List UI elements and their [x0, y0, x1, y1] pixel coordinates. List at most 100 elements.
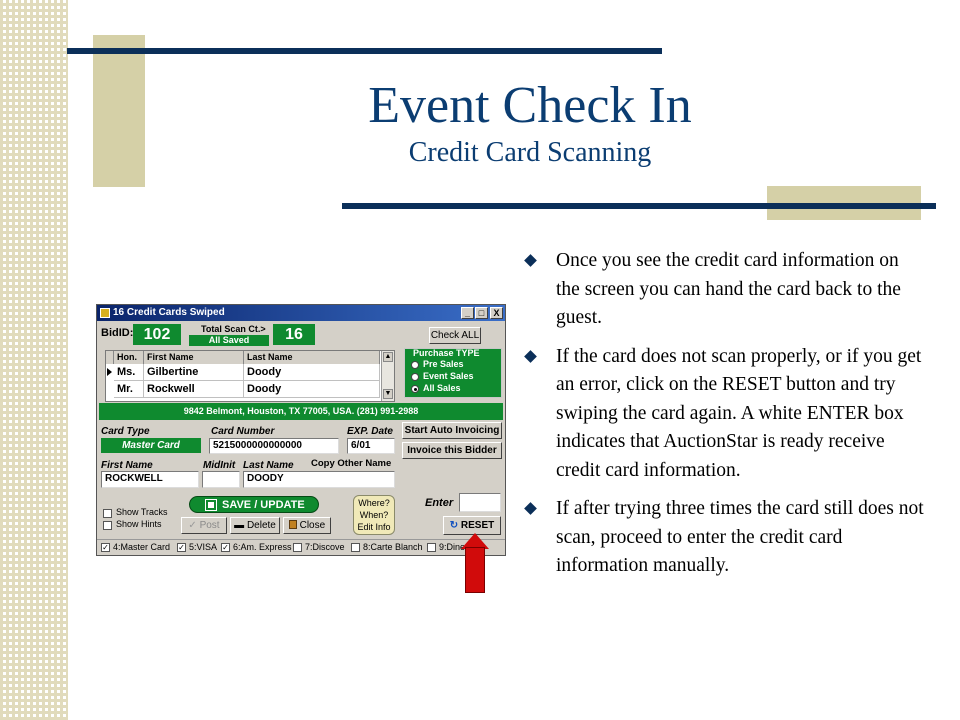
grid-cell-first-name[interactable]: Rockwell — [144, 381, 244, 398]
save-update-label: SAVE / UPDATE — [222, 499, 305, 511]
window-titlebar[interactable]: 16 Credit Cards Swiped — [97, 305, 505, 321]
bullet-text: If after trying three times the card sti… — [556, 498, 924, 576]
post-button[interactable]: ✓ Post — [181, 517, 227, 534]
save-update-button[interactable]: SAVE / UPDATE — [189, 496, 319, 513]
card-filter-bar: ✓ 4:Master Card ✓ 5:VISA ✓ 6:Am. Express… — [97, 539, 505, 555]
invoice-bidder-button[interactable]: Invoice this Bidder — [402, 442, 502, 459]
radio-event-sales[interactable] — [411, 373, 419, 381]
midinit-label: MidInit — [203, 460, 236, 471]
radio-pre-sales[interactable] — [411, 361, 419, 369]
grid-header-last-name: Last Name — [244, 351, 380, 364]
decor-navy-bar-bottom — [342, 203, 936, 209]
grid-cell-last-name[interactable]: Doody — [244, 381, 380, 398]
maximize-button[interactable]: □ — [475, 307, 488, 319]
diamond-bullet-icon — [524, 254, 537, 267]
scroll-up-icon[interactable]: ▲ — [383, 352, 393, 362]
refresh-icon: ↻ — [449, 520, 459, 531]
grid-corner — [106, 351, 114, 364]
where-label: Where? — [358, 498, 390, 508]
filter-label: 9:Dine — [439, 542, 466, 552]
all-saved-status: All Saved — [189, 335, 269, 346]
diamond-bullet-icon — [524, 502, 537, 515]
first-name-label: First Name — [101, 460, 153, 471]
reset-label: RESET — [460, 520, 495, 531]
decor-tan-block-left — [93, 35, 145, 187]
post-label: Post — [199, 520, 220, 531]
radio-all-sales[interactable] — [411, 385, 419, 393]
show-tracks-checkbox[interactable] — [103, 509, 112, 518]
where-when-button[interactable]: Where? When? Edit Info — [353, 495, 395, 535]
bidid-label: BidID: — [101, 327, 134, 339]
last-name-field[interactable]: DOODY — [243, 471, 395, 488]
card-number-label: Card Number — [211, 426, 275, 437]
grid-cell-last-name[interactable]: Doody — [244, 364, 380, 381]
minus-icon: ▬ — [234, 520, 245, 531]
card-type-value: Master Card — [101, 438, 201, 453]
purchase-type-panel: Purchase TYPE Pre Sales Event Sales All … — [404, 348, 502, 398]
exp-date-field[interactable]: 6/01 — [347, 438, 395, 454]
filter-checkbox[interactable] — [351, 543, 360, 552]
checkmark-icon: ✓ — [188, 520, 197, 531]
enter-field[interactable] — [459, 493, 501, 512]
bullet-item: If the card does not scan properly, or i… — [524, 343, 924, 486]
close-label: Close — [299, 520, 326, 531]
start-auto-invoicing-button[interactable]: Start Auto Invoicing — [402, 422, 502, 439]
purchase-type-label: Purchase TYPE — [413, 348, 480, 358]
bidder-grid: Hon. First Name Last Name Ms. Gilbertine… — [105, 350, 395, 402]
grid-cell-first-name[interactable]: Gilbertine — [144, 364, 244, 381]
last-name-label: Last Name — [243, 460, 294, 471]
close-button[interactable]: Close — [283, 517, 331, 534]
grid-cell-hon[interactable]: Mr. — [114, 381, 144, 398]
window-title: 16 Credit Cards Swiped — [113, 307, 225, 318]
filter-label: 8:Carte Blanch — [363, 542, 423, 552]
bullet-text: If the card does not scan properly, or i… — [556, 345, 922, 481]
check-all-button[interactable]: Check ALL — [429, 327, 481, 344]
filter-label: 7:Discove — [305, 542, 345, 552]
bullet-text: Once you see the credit card information… — [556, 250, 901, 328]
filter-label: 4:Master Card — [113, 542, 171, 552]
first-name-field[interactable]: ROCKWELL — [101, 471, 199, 488]
filter-checkbox[interactable]: ✓ — [101, 543, 110, 552]
total-scan-value: 16 — [273, 324, 315, 345]
slide-subtitle: Credit Card Scanning — [408, 137, 652, 168]
scroll-down-icon[interactable]: ▼ — [383, 389, 393, 399]
radio-label-pre-sales: Pre Sales — [423, 359, 464, 369]
show-hints-checkbox[interactable] — [103, 521, 112, 530]
diamond-bullet-icon — [524, 349, 537, 363]
checker-pattern — [0, 0, 68, 720]
enter-label: Enter — [425, 497, 454, 509]
door-icon — [288, 520, 297, 529]
app-icon — [100, 308, 110, 318]
bidid-value: 102 — [133, 324, 181, 345]
credit-card-window: 16 Credit Cards Swiped _ □ X BidID: 102 … — [96, 304, 506, 556]
bullet-item: Once you see the credit card information… — [524, 247, 924, 333]
total-scan-label: Total Scan Ct.> — [201, 324, 266, 334]
delete-button[interactable]: ▬ Delete — [230, 517, 280, 534]
filter-label: 6:Am. Express — [233, 542, 292, 552]
save-disk-icon — [205, 499, 217, 511]
card-number-field[interactable]: 5215000000000000 — [209, 438, 339, 454]
card-type-label: Card Type — [101, 426, 150, 437]
bullet-list: Once you see the credit card information… — [524, 247, 924, 591]
grid-scrollbar[interactable]: ▲ ▼ — [381, 351, 394, 401]
close-window-button[interactable]: X — [490, 307, 503, 319]
grid-cell-hon[interactable]: Ms. — [114, 364, 144, 381]
address-bar: 9842 Belmont, Houston, TX 77005, USA. (2… — [99, 403, 503, 420]
filter-checkbox[interactable] — [427, 543, 436, 552]
red-arrow-head — [461, 533, 489, 549]
row-selector-icon — [107, 368, 112, 376]
filter-checkbox[interactable]: ✓ — [177, 543, 186, 552]
exp-date-label: EXP. Date — [347, 426, 393, 437]
grid-header-hon: Hon. — [114, 351, 144, 364]
show-tracks-label: Show Tracks — [116, 507, 168, 517]
when-label: When? — [359, 510, 389, 520]
minimize-button[interactable]: _ — [461, 307, 474, 319]
red-arrow-shaft — [465, 547, 485, 593]
midinit-field[interactable] — [202, 471, 240, 488]
filter-checkbox[interactable]: ✓ — [221, 543, 230, 552]
copy-other-name-link[interactable]: Copy Other Name — [311, 458, 392, 469]
filter-label: 5:VISA — [189, 542, 218, 552]
slide-title: Event Check In — [368, 77, 692, 134]
grid-header-first-name: First Name — [144, 351, 244, 364]
filter-checkbox[interactable] — [293, 543, 302, 552]
